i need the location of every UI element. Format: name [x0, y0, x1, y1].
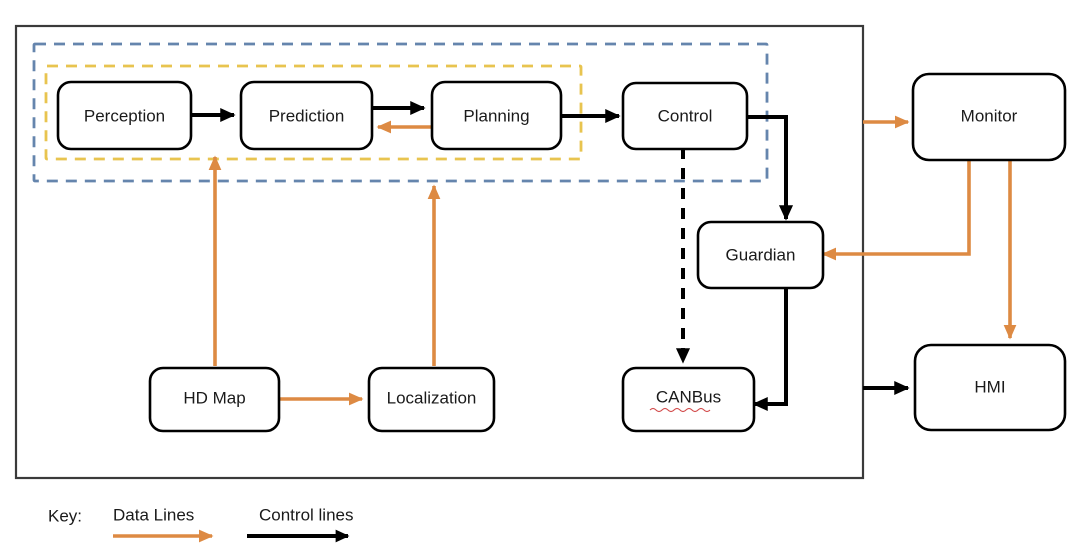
- edge-monitor-to-guardian: [821, 160, 971, 261]
- node-planning[interactable]: Planning: [430, 80, 563, 151]
- node-guardian[interactable]: Guardian: [696, 220, 825, 290]
- node-perception-label: Perception: [84, 106, 165, 125]
- dashed-group-inner-gold: [44, 64, 583, 161]
- node-control[interactable]: Control: [621, 81, 749, 151]
- edge-control-to-guardian: [747, 115, 794, 221]
- legend-title: Key:: [48, 506, 82, 525]
- legend-data-lines-label: Data Lines: [113, 505, 194, 524]
- system-boundary-frame: [14, 24, 865, 480]
- node-monitor[interactable]: Monitor: [911, 72, 1067, 162]
- legend-control-lines-label: Control lines: [259, 505, 354, 524]
- node-prediction[interactable]: Prediction: [239, 80, 374, 151]
- node-prediction-label: Prediction: [269, 106, 345, 125]
- node-perception[interactable]: Perception: [56, 80, 193, 151]
- node-hmi-label: HMI: [974, 377, 1005, 396]
- node-canbus-label: CANBus: [656, 387, 721, 406]
- dashed-group-outer-blue: [32, 42, 769, 183]
- edge-guardian-to-canbus: [752, 288, 788, 412]
- node-control-label: Control: [658, 106, 713, 125]
- spellcheck-underline-icon: [649, 407, 711, 413]
- node-guardian-label: Guardian: [726, 245, 796, 264]
- node-localization[interactable]: Localization: [367, 366, 496, 433]
- legend: Key: Data Lines Control lines: [48, 505, 354, 543]
- node-localization-label: Localization: [387, 388, 477, 407]
- node-monitor-label: Monitor: [961, 106, 1018, 125]
- node-canbus[interactable]: CANBus: [621, 366, 756, 433]
- node-planning-label: Planning: [463, 106, 529, 125]
- node-hdmap-label: HD Map: [183, 388, 245, 407]
- node-hdmap[interactable]: HD Map: [148, 366, 281, 433]
- node-hmi[interactable]: HMI: [913, 343, 1067, 432]
